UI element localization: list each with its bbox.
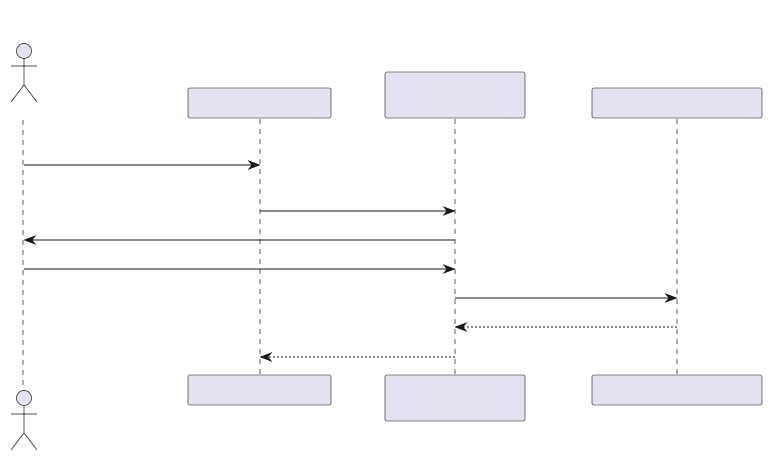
participant-box-p3-bottom: [591, 374, 763, 406]
actor-leg-left: [10, 432, 25, 451]
message-3-arrowhead: [23, 235, 37, 245]
message-6-arrowhead: [454, 322, 468, 332]
actor-head-icon: [16, 43, 32, 59]
participant-box-p1-top: [187, 87, 332, 119]
message-7-arrowhead: [259, 352, 273, 362]
message-4-arrowhead: [442, 264, 456, 274]
message-2-arrowhead: [442, 206, 456, 216]
actor-p0-bottom: [10, 390, 38, 451]
actor-leg-right: [23, 84, 38, 103]
message-6: [454, 322, 677, 332]
participant-box-p2-bottom: [384, 374, 526, 422]
message-1-arrowhead: [247, 160, 261, 170]
participant-box-p3-top: [591, 87, 763, 119]
message-1: [24, 160, 261, 170]
message-5: [455, 293, 678, 303]
message-3: [23, 235, 455, 245]
actor-leg-left: [10, 84, 25, 103]
participant-box-p2-top: [384, 71, 526, 119]
actor-head-icon: [16, 390, 32, 406]
message-4: [24, 264, 456, 274]
message-7: [259, 352, 455, 362]
actor-leg-right: [23, 432, 38, 451]
message-5-arrowhead: [664, 293, 678, 303]
actor-p0-top: [10, 43, 38, 103]
participant-box-p1-bottom: [187, 374, 332, 406]
message-2: [260, 206, 456, 216]
